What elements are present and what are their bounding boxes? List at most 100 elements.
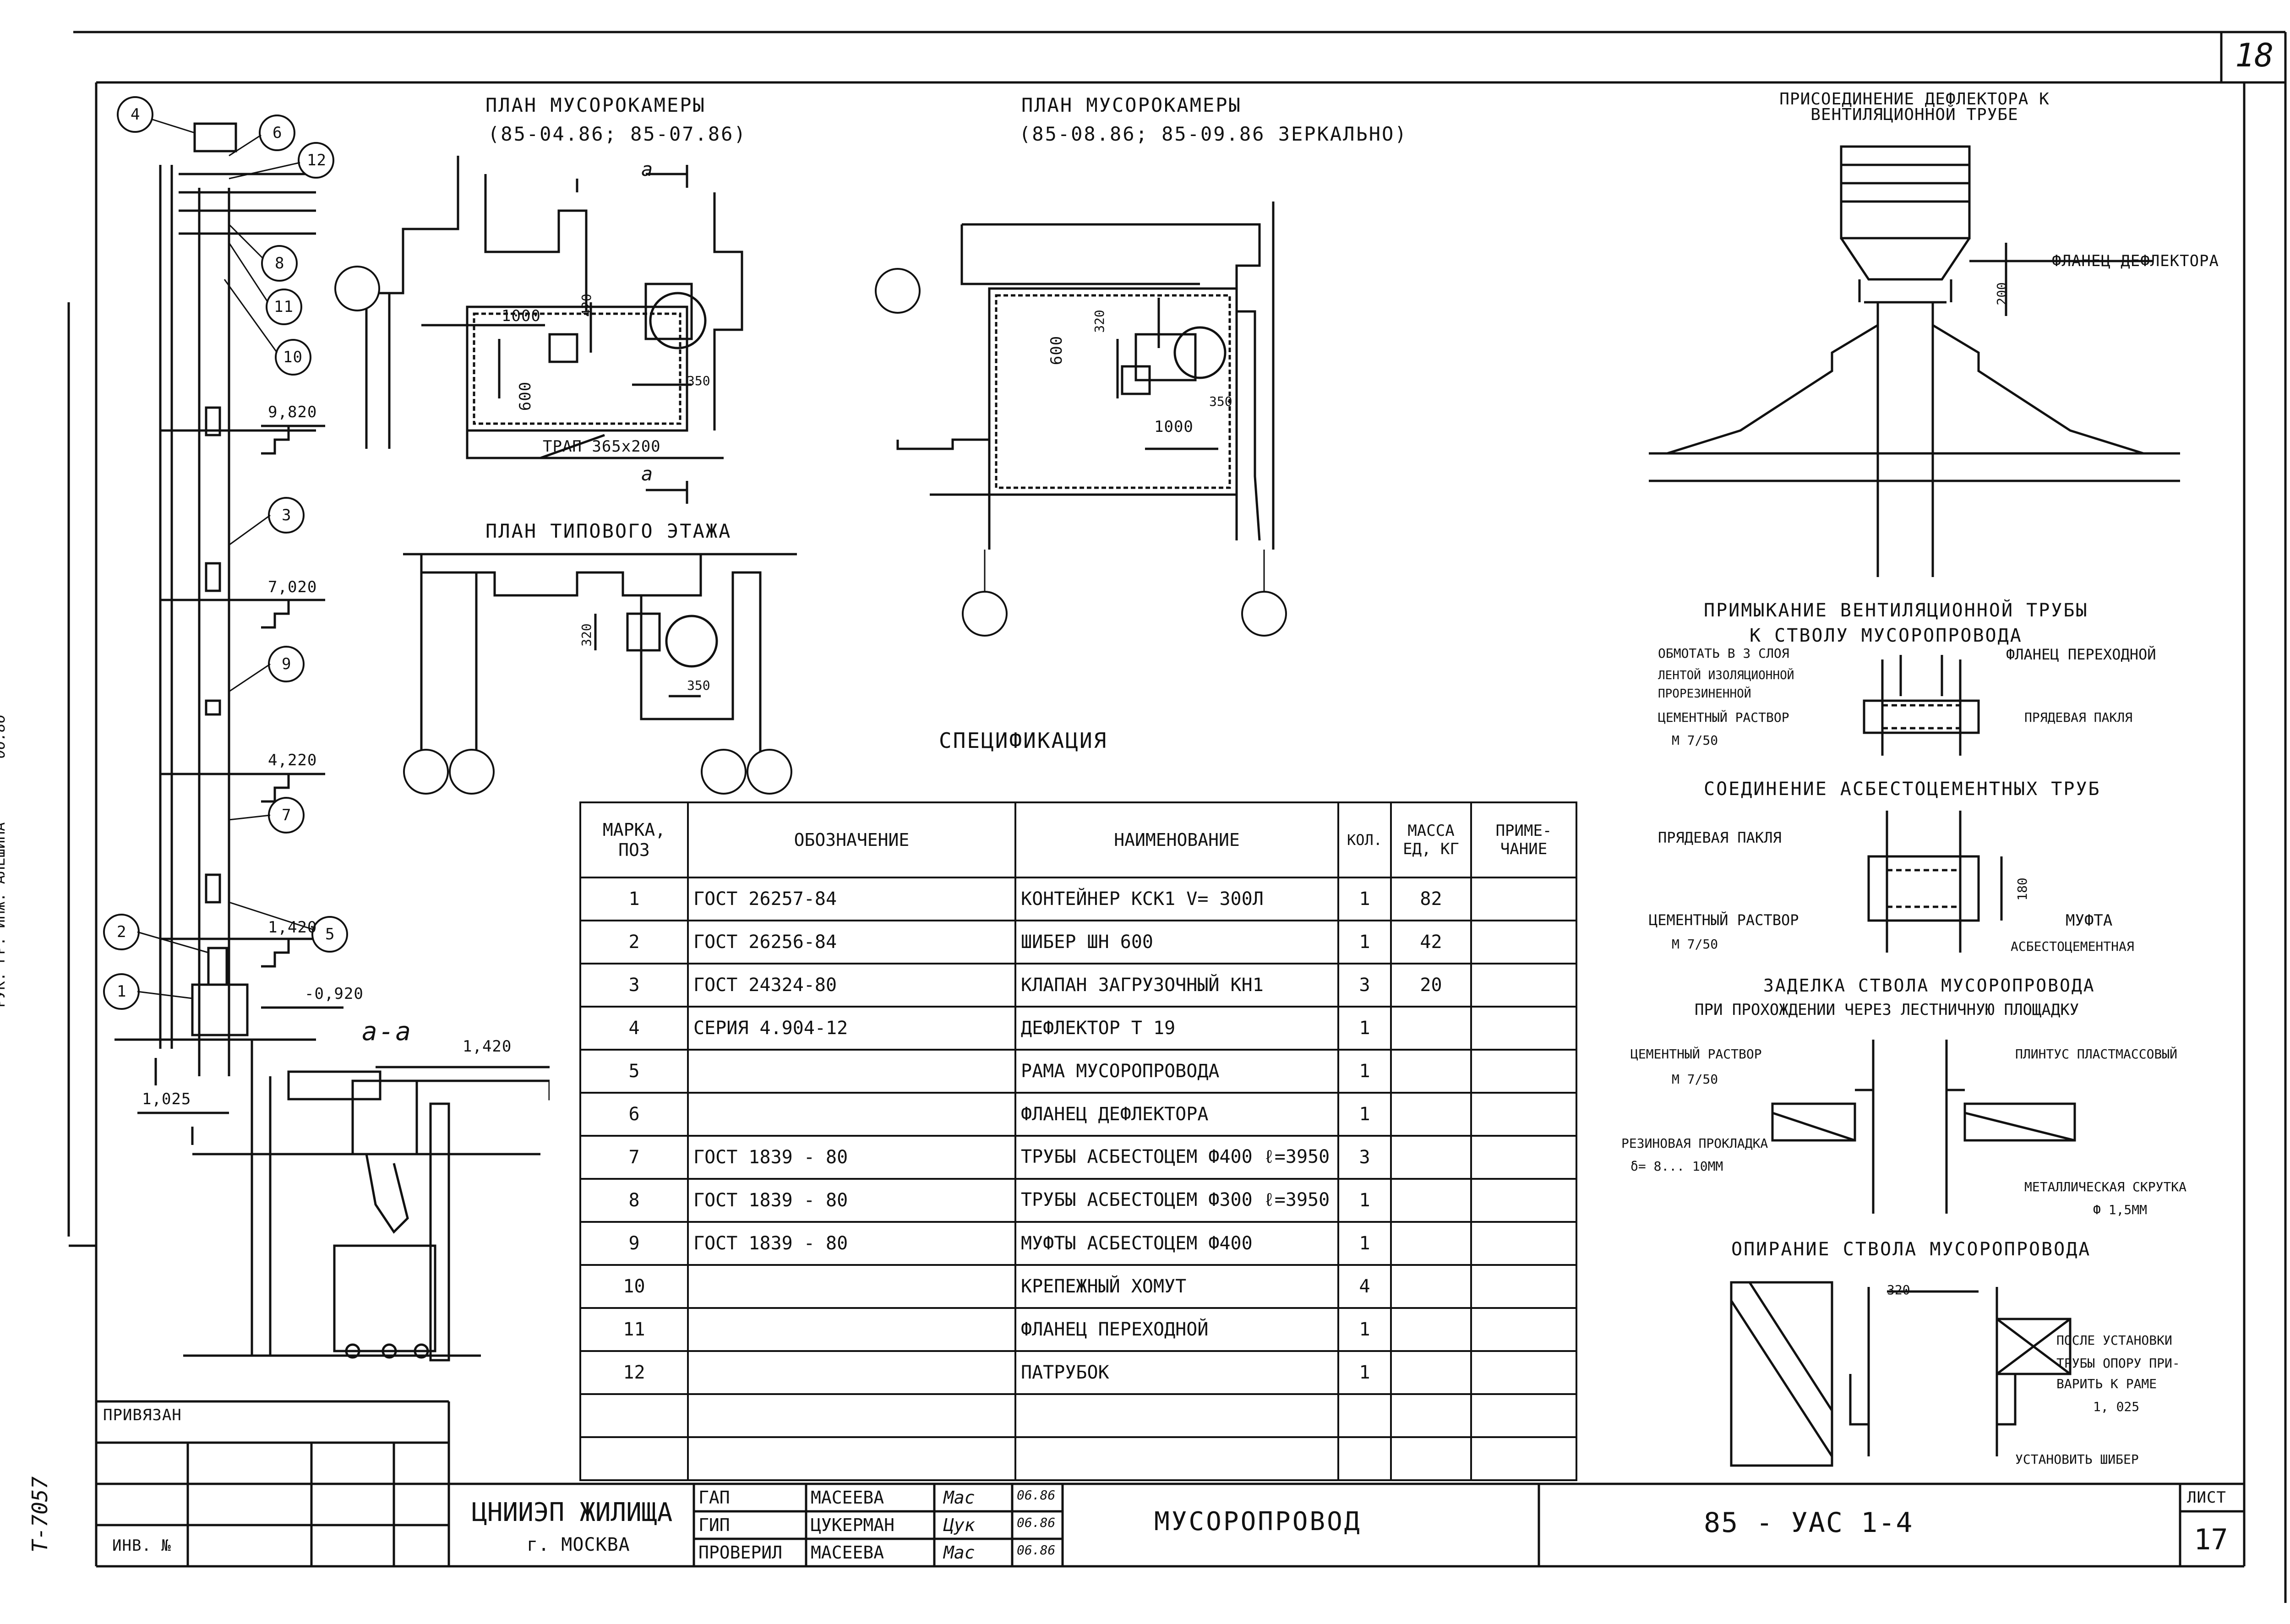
spec-header-mass: МАССА ЕД, КГ xyxy=(1390,801,1472,878)
spec-cell-name: ФЛАНЕЦ ПЕРЕХОДНОЙ xyxy=(1014,1307,1339,1352)
spec-header-note: ПРИМЕ-ЧАНИЕ xyxy=(1470,801,1577,878)
spec-cell-mark: 11 xyxy=(579,1307,689,1352)
spec-cell-mark: 6 xyxy=(579,1092,689,1137)
landing-drawing xyxy=(1771,1040,2076,1214)
tb-role-date: 06.86 xyxy=(1017,1542,1056,1558)
vent-junction-l1: ОБМОТАТЬ В 3 СЛОЯ xyxy=(1658,646,1789,661)
tb-role-date: 06.86 xyxy=(1017,1488,1056,1503)
callout-7: 7 xyxy=(282,806,292,824)
section-aa-title: а-а xyxy=(362,1017,413,1046)
level-4220: 4,220 xyxy=(268,751,317,769)
callout-8: 8 xyxy=(275,254,285,272)
tb-org1: ЦНИИЭП ЖИЛИЩА xyxy=(472,1498,673,1527)
tb-role: ГИП xyxy=(698,1515,730,1535)
spec-header-qty: КОЛ. xyxy=(1337,801,1392,878)
support-r1: ПОСЛЕ УСТАНОВКИ xyxy=(2056,1333,2172,1348)
spec-cell-note xyxy=(1470,1307,1577,1352)
callout-6: 6 xyxy=(273,124,283,142)
spec-cell-qty: 1 xyxy=(1337,1006,1392,1051)
spec-cell-mass xyxy=(1390,1135,1472,1180)
spec-cell-mass: 42 xyxy=(1390,920,1472,965)
spec-cell-qty: 3 xyxy=(1337,1135,1392,1180)
deflector-title-text: ПРИСОЕДИНЕНИЕ ДЕФЛЕКТОРА К ВЕНТИЛЯЦИОННО… xyxy=(1779,90,2050,124)
tb-privyazan: ПРИВЯЗАН xyxy=(103,1406,182,1424)
spec-header-mark: МАРКА, ПОЗ xyxy=(579,801,689,878)
callout-2: 2 xyxy=(117,923,127,941)
spec-cell-designation: ГОСТ 1839 - 80 xyxy=(687,1135,1016,1180)
plan1-drawing xyxy=(334,156,743,504)
spec-cell-mark: 8 xyxy=(579,1178,689,1223)
spec-cell-mass xyxy=(1390,1221,1472,1266)
spec-cell-name: РАМА МУСОРОПРОВОДА xyxy=(1014,1049,1339,1094)
tb-sheet-label: ЛИСТ xyxy=(2187,1488,2226,1507)
spec-cell-mark: 7 xyxy=(579,1135,689,1180)
vent-junction-r2: ПРЯДЕВАЯ ПАКЛЯ xyxy=(2024,710,2133,725)
pipe-joint-l2: ЦЕМЕНТНЫЙ РАСТВОР xyxy=(1649,911,1799,929)
spec-cell-mass xyxy=(1390,1006,1472,1051)
plan2-drawing xyxy=(875,202,1287,637)
support-r2: ТРУБЫ ОПОРУ ПРИ- xyxy=(2056,1356,2180,1371)
tb-role: ГАП xyxy=(698,1488,730,1508)
spec-cell-designation xyxy=(687,1264,1016,1309)
level-7020: 7,020 xyxy=(268,578,317,596)
landing-r3: Ф 1,5ММ xyxy=(2093,1202,2148,1217)
plan1-subtitle: (85-04.86; 85-07.86) xyxy=(488,123,747,145)
spec-cell-mark: 4 xyxy=(579,1006,689,1051)
spec-cell-name: ТРУБЫ АСБЕСТОЦЕМ Ф300 ℓ=3950 xyxy=(1014,1178,1339,1223)
spec-cell-qty: 4 xyxy=(1337,1264,1392,1309)
callout-11: 11 xyxy=(274,298,294,316)
spec-cell-note xyxy=(1470,877,1577,921)
table-row xyxy=(579,1436,1577,1481)
tb-sheet-value: 17 xyxy=(2194,1523,2228,1556)
spec-cell-qty: 1 xyxy=(1337,1350,1392,1395)
plan3-title: ПЛАН ТИПОВОГО ЭТАЖА xyxy=(485,520,732,542)
spec-cell-mark xyxy=(579,1436,689,1481)
vent-junction-l4: ЦЕМЕНТНЫЙ РАСТВОР xyxy=(1658,710,1789,725)
spec-cell-qty: 1 xyxy=(1337,1221,1392,1266)
spec-cell-mass xyxy=(1390,1436,1472,1481)
support-dim-320: 320 xyxy=(1887,1282,1910,1297)
spec-header-designation: ОБОЗНАЧЕНИЕ xyxy=(687,801,1016,878)
spec-cell-mass xyxy=(1390,1178,1472,1223)
spec-cell-name: КРЕПЕЖНЫЙ ХОМУТ xyxy=(1014,1264,1339,1309)
section-aa-drawing xyxy=(137,1066,550,1362)
plan3-dim-350: 350 xyxy=(687,678,710,693)
tb-org2: г. МОСКВА xyxy=(527,1534,630,1555)
landing-l1: ЦЕМЕНТНЫЙ РАСТВОР xyxy=(1630,1046,1762,1062)
plan1-dim-1000: 1000 xyxy=(502,307,541,325)
spec-cell-qty: 1 xyxy=(1337,1178,1392,1223)
vent-junction-l2: ЛЕНТОЙ ИЗОЛЯЦИОННОЙ xyxy=(1658,669,1794,682)
callout-3: 3 xyxy=(282,506,292,524)
spec-cell-note xyxy=(1470,1393,1577,1438)
spec-cell-designation: ГОСТ 1839 - 80 xyxy=(687,1221,1016,1266)
spec-cell-designation: ГОСТ 24324-80 xyxy=(687,963,1016,1008)
tb-role-name: МАСЕЕВА xyxy=(811,1542,884,1563)
plan1-title: ПЛАН МУСОРОКАМЕРЫ xyxy=(485,94,706,116)
spec-cell-mass xyxy=(1390,1350,1472,1395)
callout-10: 10 xyxy=(283,348,303,366)
spec-cell-name: ШИБЕР ШН 600 xyxy=(1014,920,1339,965)
spec-cell-mass: 20 xyxy=(1390,963,1472,1008)
spec-cell-note xyxy=(1470,1264,1577,1309)
spec-cell-name: ДЕФЛЕКТОР Т 19 xyxy=(1014,1006,1339,1051)
spec-cell-qty: 1 xyxy=(1337,920,1392,965)
support-r3: ВАРИТЬ К РАМЕ xyxy=(2056,1376,2157,1391)
callout-1: 1 xyxy=(117,982,127,1001)
section-aa-level-1025: 1,025 xyxy=(142,1090,191,1108)
spec-cell-qty xyxy=(1337,1393,1392,1438)
spec-cell-mass xyxy=(1390,1307,1472,1352)
elevation-drawing xyxy=(103,96,348,1095)
level-minus-0920: -0,920 xyxy=(305,985,364,1003)
landing-l3: РЕЗИНОВАЯ ПРОКЛАДКА xyxy=(1621,1136,1768,1151)
